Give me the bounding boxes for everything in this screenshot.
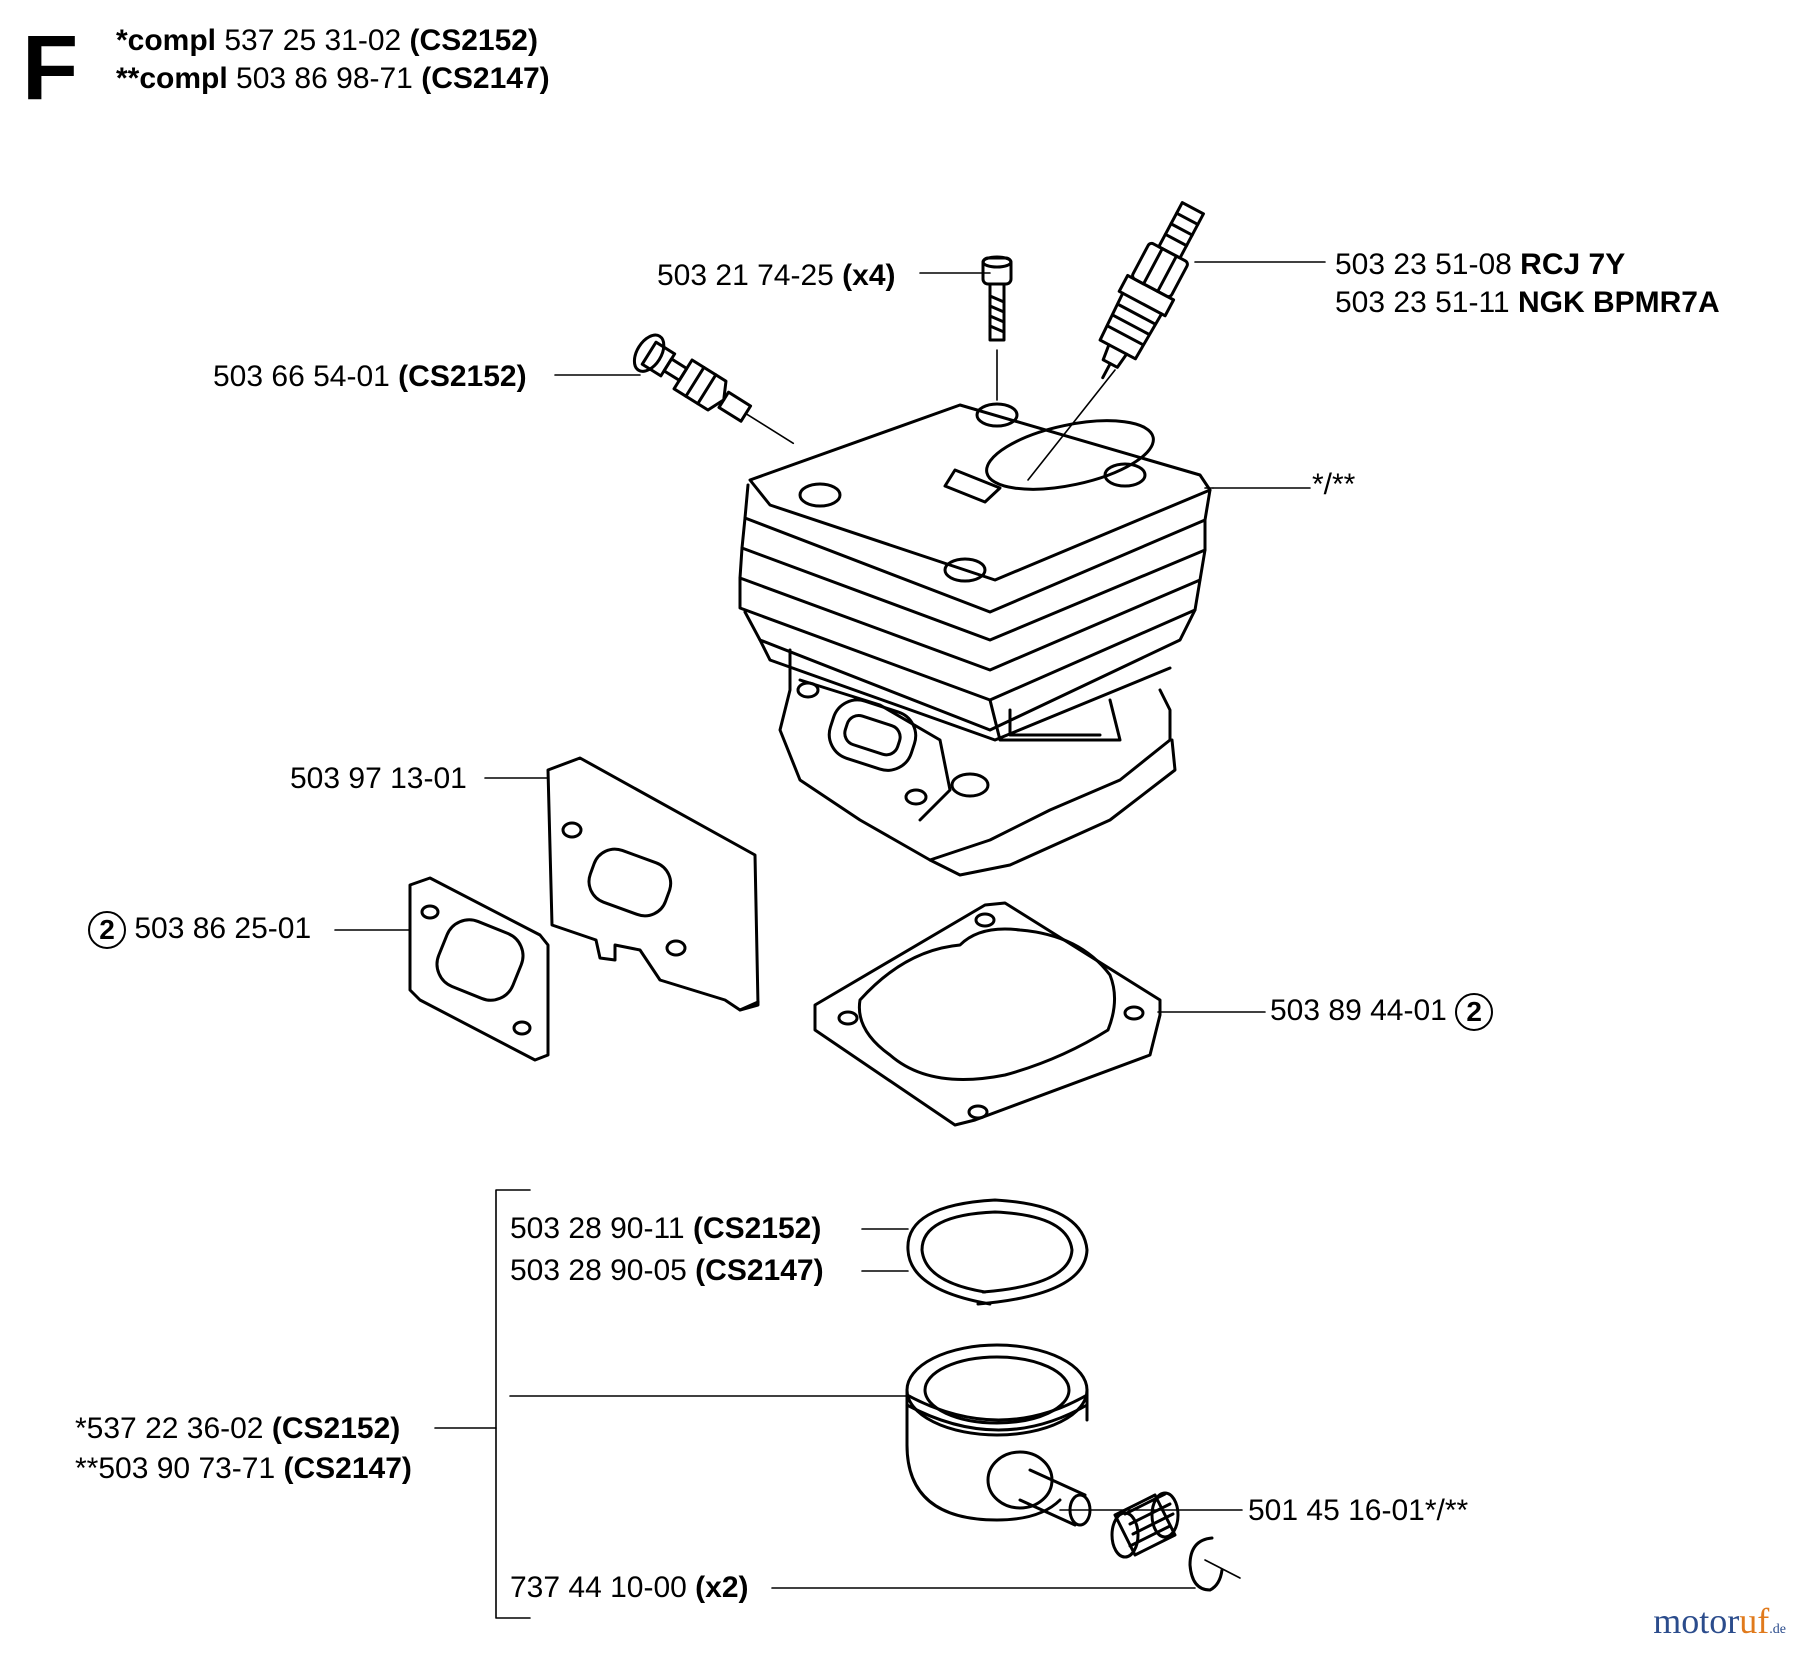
callout-intake-plate: 503 97 13-01 xyxy=(290,762,467,795)
callout-decompression-valve: 503 66 54-01 (CS2152) xyxy=(213,360,527,393)
decompression-valve-part xyxy=(632,333,795,445)
needle-bearing-part xyxy=(1110,1491,1180,1559)
watermark-logo: motoruf.de xyxy=(1653,1601,1786,1641)
callout-piston-2: **503 90 73-71 (CS2147) xyxy=(75,1452,412,1485)
screw-part xyxy=(981,255,1013,401)
intake-plate-part xyxy=(546,756,760,1012)
base-gasket-part xyxy=(813,901,1162,1127)
leader-lines xyxy=(334,261,1326,1619)
callout-cylinder: */** xyxy=(1312,468,1356,501)
callout-spark-plug-2: 503 23 51-11 NGK BPMR7A xyxy=(1335,286,1720,319)
callout-exhaust-gasket: 2 503 86 25-01 xyxy=(88,910,311,950)
callout-piston-ring-1: 503 28 90-11 (CS2152) xyxy=(510,1212,822,1245)
header-line-2: **compl 503 86 98-71 (CS2147) xyxy=(116,62,550,95)
callout-spark-plug-1: 503 23 51-08 RCJ 7Y xyxy=(1335,248,1626,281)
callout-circlip: 737 44 10-00 (x2) xyxy=(510,1571,749,1604)
exhaust-gasket-part xyxy=(408,876,550,1062)
callout-base-gasket: 503 89 44-01 2 xyxy=(1270,992,1494,1032)
header-line-1: *compl 537 25 31-02 (CS2152) xyxy=(116,24,538,57)
quantity-badge: 2 xyxy=(88,911,126,950)
callout-piston-1: *537 22 36-02 (CS2152) xyxy=(75,1412,401,1445)
circlip-part xyxy=(1188,1536,1241,1592)
callout-needle-bearing: 501 45 16-01*/** xyxy=(1248,1494,1469,1527)
piston-part xyxy=(905,1343,1092,1527)
callout-screw: 503 21 74-25 (x4) xyxy=(657,259,896,292)
piston-ring-part xyxy=(906,1198,1089,1306)
callout-piston-ring-2: 503 28 90-05 (CS2147) xyxy=(510,1254,824,1287)
cylinder-part xyxy=(738,402,1212,877)
section-letter: F xyxy=(22,17,79,119)
spark-plug-part xyxy=(1098,201,1205,380)
quantity-badge: 2 xyxy=(1455,993,1494,1032)
